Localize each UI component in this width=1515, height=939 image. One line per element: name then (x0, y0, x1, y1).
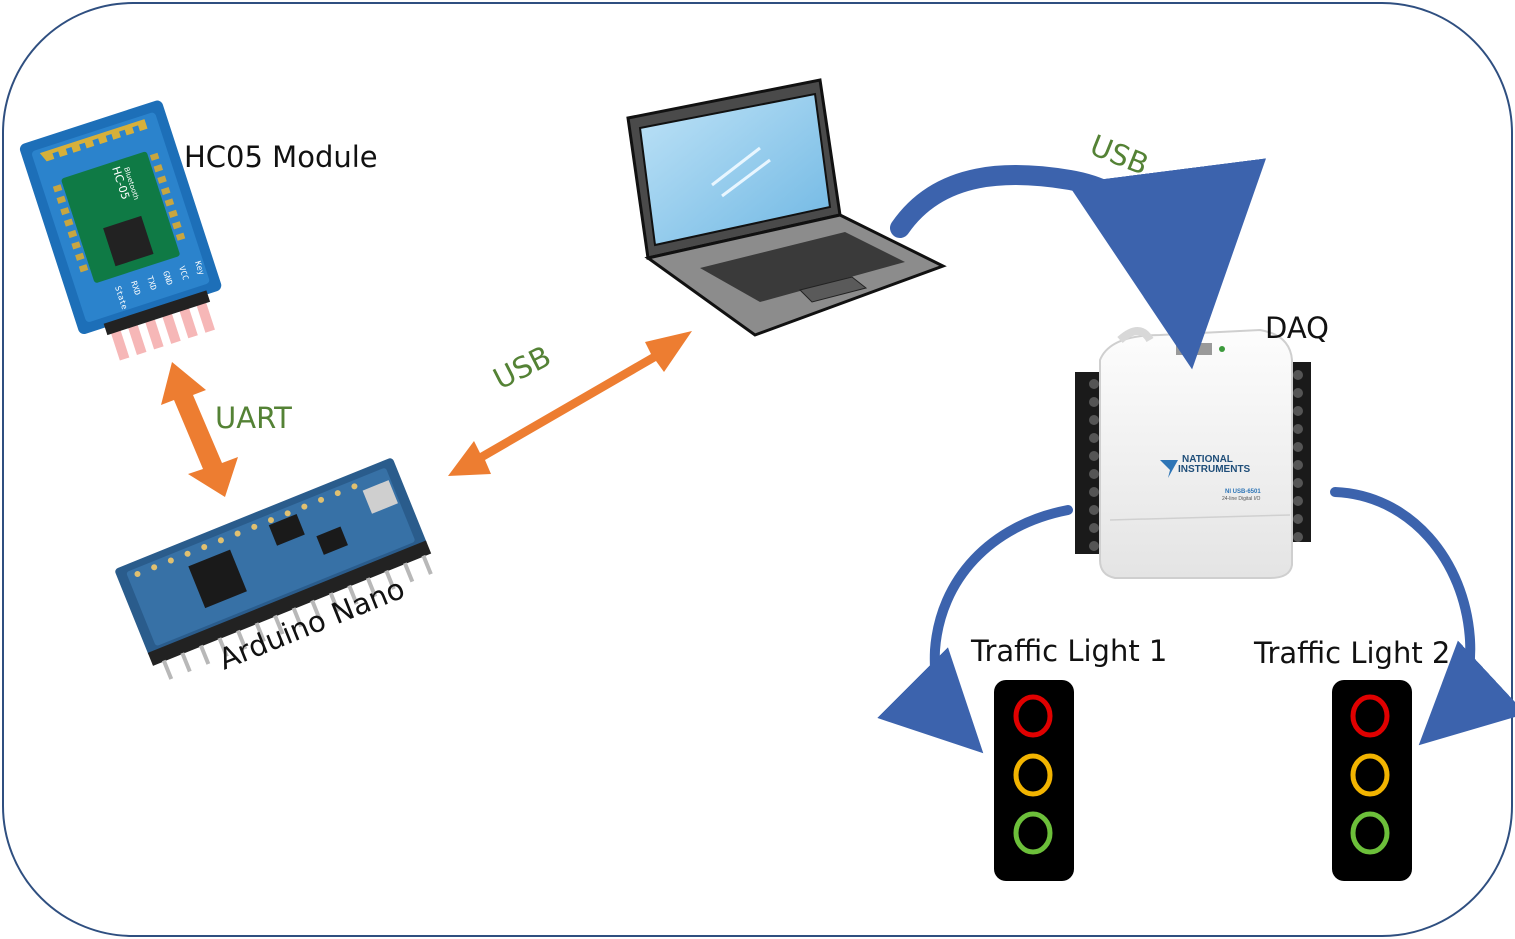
daq-device-image (1075, 327, 1311, 579)
flow-arrow-daq-light2 (1330, 487, 1515, 746)
traffic-light-1 (994, 680, 1074, 881)
hc05-pin-label: VCC (177, 265, 190, 282)
flow-arrow-daq-light1 (877, 505, 1073, 754)
uart-link-label: UART (215, 401, 292, 435)
ni-logo-icon (1160, 460, 1178, 478)
uart-double-arrow (161, 362, 238, 497)
traffic-light-2 (1332, 680, 1412, 881)
hc05-pin-label: RXD (129, 280, 142, 297)
traffic-light-1-label: Traffic Light 1 (970, 634, 1167, 668)
traffic-light-2-green (1350, 811, 1390, 855)
hc05-pin-label: Key (193, 260, 206, 277)
traffic-light-2-red (1350, 694, 1390, 738)
usb-double-arrow (448, 331, 692, 476)
laptop-image (626, 78, 947, 337)
traffic-light-1-yellow (1013, 753, 1053, 797)
traffic-light-1-green (1013, 811, 1053, 855)
daq-brand-line1: NATIONAL (1182, 454, 1233, 465)
daq-model: NI USB-6501 (1225, 489, 1261, 495)
traffic-light-2-label: Traffic Light 2 (1253, 636, 1450, 670)
daq-brand-line2: INSTRUMENTS (1178, 464, 1251, 475)
hc05-module-label: HC05 Module (184, 140, 378, 174)
traffic-light-2-yellow (1350, 753, 1390, 797)
traffic-light-1-red (1013, 694, 1053, 738)
daq-label: DAQ (1265, 311, 1329, 345)
hc05-module-image (19, 100, 222, 361)
hc05-pin-label: GND (161, 270, 174, 287)
usb-flow-arrow-laptop-daq (890, 158, 1266, 370)
arduino-nano-image (115, 458, 433, 680)
hc05-pin-label: TXD (145, 275, 158, 292)
daq-model-sub: 24-line Digital I/O (1222, 496, 1260, 502)
